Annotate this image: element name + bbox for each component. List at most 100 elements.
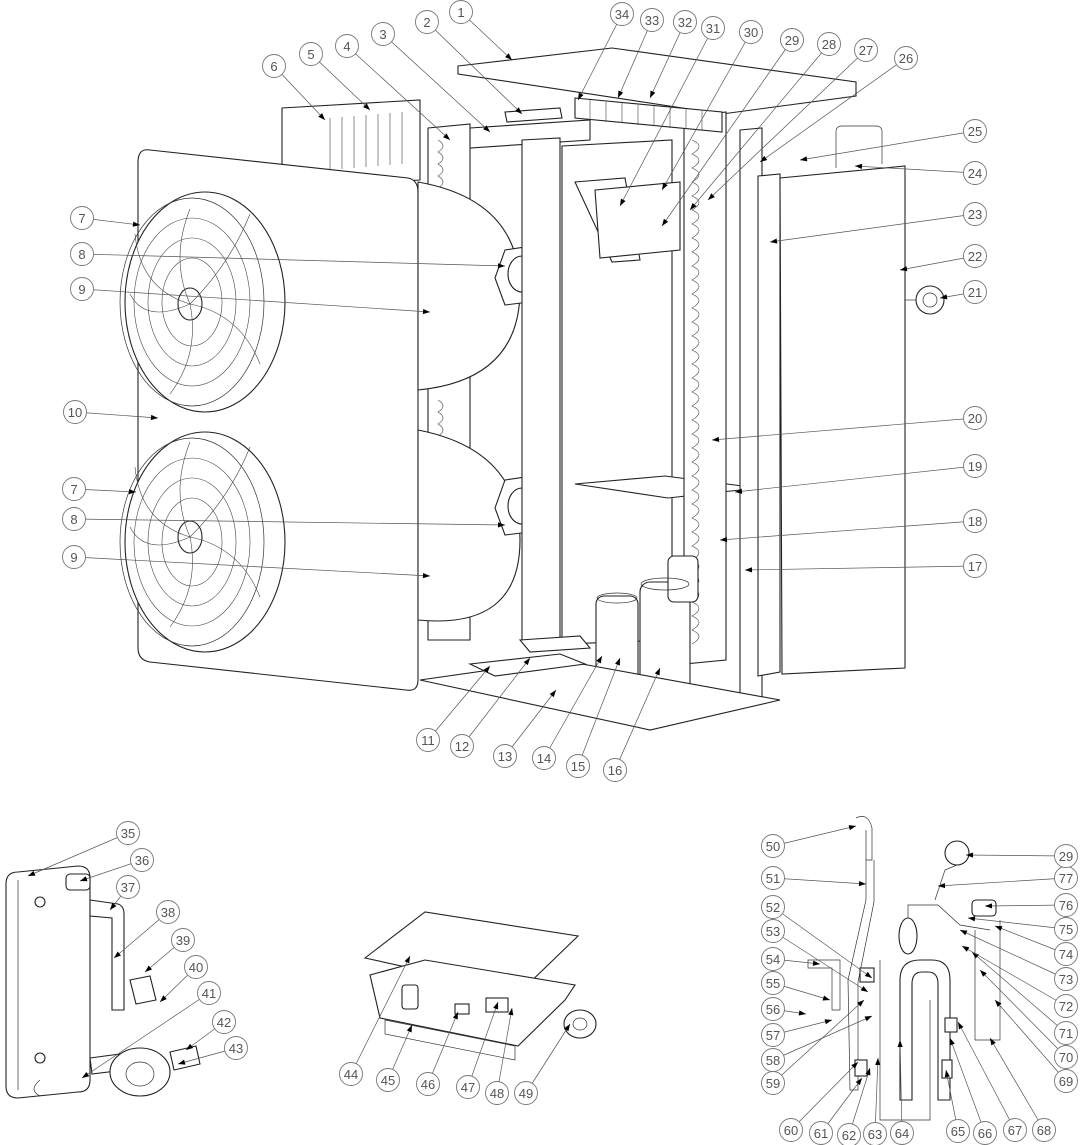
leader-line: [899, 1039, 903, 1134]
leader-line: [619, 27, 714, 207]
callout-circle: [701, 16, 725, 40]
callout-number: 62: [842, 1128, 856, 1143]
arrowhead: [549, 690, 556, 698]
arrowhead: [28, 870, 36, 876]
callout-number: 33: [645, 13, 659, 28]
callout-number: 57: [766, 1028, 780, 1043]
callout-number: 10: [68, 405, 82, 420]
arrowhead: [110, 902, 117, 910]
callout-4: 4: [335, 34, 359, 58]
callout-number: 39: [176, 933, 190, 948]
arrowhead: [798, 1010, 806, 1016]
callout-number: 2: [423, 15, 430, 30]
control-board-bracket: [594, 181, 681, 259]
leader-line: [427, 1011, 459, 1085]
callout-circle: [761, 947, 785, 971]
callout-circle: [780, 28, 804, 52]
arrowhead: [523, 658, 530, 666]
callout-number: 25: [968, 124, 982, 139]
arrowhead: [958, 1022, 964, 1030]
callout-number: 15: [571, 759, 585, 774]
arrowhead: [712, 436, 720, 443]
base-rail: [518, 635, 592, 653]
low-pressure-gauge: [944, 840, 970, 866]
callout-number: 8: [70, 512, 77, 527]
callout-circle: [1054, 844, 1078, 868]
arrowhead: [160, 995, 167, 1002]
callout-number: 61: [814, 1126, 828, 1141]
leader-line: [719, 520, 976, 541]
callout-circle: [1054, 1021, 1078, 1045]
callout-number: 77: [1059, 871, 1073, 886]
leader-line: [661, 31, 752, 191]
leader-line: [711, 417, 976, 441]
callout-circle: [449, 0, 473, 24]
callout-circle: [416, 728, 440, 752]
callout-number: 14: [537, 751, 551, 766]
arrowhead: [745, 567, 753, 573]
callout-71: 71: [1054, 1021, 1078, 1045]
callout-number: 51: [766, 871, 780, 886]
arrowhead: [968, 916, 976, 922]
callout-27: 27: [854, 38, 878, 62]
arrowhead: [80, 876, 88, 882]
callout-number: 31: [706, 21, 720, 36]
callout-number: 17: [968, 559, 982, 574]
plate-heat-exchanger-assembly: [5, 865, 201, 1099]
arrowhead: [483, 125, 490, 132]
leader-line: [772, 930, 869, 993]
callout-13: 13: [493, 744, 517, 768]
callout-circle: [450, 734, 474, 758]
circulation-pump: [109, 1047, 171, 1097]
callout-24: 24: [963, 161, 987, 185]
top-bracket: [504, 107, 563, 123]
callout-circle: [761, 834, 785, 858]
leader-line: [744, 565, 976, 571]
callout-56: 56: [761, 997, 785, 1021]
callout-2: 2: [415, 10, 439, 34]
leader-line: [27, 832, 129, 877]
callout-38: 38: [156, 900, 180, 924]
leader-line: [734, 465, 976, 493]
callout-number: 28: [822, 37, 836, 52]
callout-29: 29: [1054, 844, 1078, 868]
lower-fan-duct: [417, 429, 521, 622]
callout-number: 13: [498, 749, 512, 764]
callout-number: 71: [1059, 1026, 1073, 1041]
callout-61: 61: [809, 1121, 833, 1145]
callout-circle: [1032, 1118, 1056, 1142]
arrowhead: [483, 666, 490, 674]
leader-line: [790, 1061, 859, 1131]
callout-circle: [485, 1081, 509, 1105]
arrowhead: [493, 1002, 499, 1010]
callout-circle: [1054, 1069, 1078, 1093]
arrowhead: [812, 960, 820, 966]
callout-number: 32: [678, 15, 692, 30]
arrowhead: [422, 573, 430, 579]
callout-circle: [1054, 994, 1078, 1018]
callout-58: 58: [761, 1048, 785, 1072]
callout-25: 25: [963, 119, 987, 143]
callout-41: 41: [197, 981, 221, 1005]
callout-17: 17: [963, 554, 987, 578]
callout-circle: [817, 32, 841, 56]
arrowhead: [972, 952, 980, 959]
callout-number: 20: [968, 411, 982, 426]
callout-circle: [610, 2, 634, 26]
callout-circle: [963, 244, 987, 268]
arrowhead: [800, 156, 808, 162]
arrowhead: [720, 536, 728, 543]
callout-circle: [212, 1010, 236, 1034]
callout-70: 70: [1054, 1045, 1078, 1069]
arrowhead: [650, 90, 656, 98]
callout-number: 49: [519, 1086, 533, 1101]
callout-8: 8: [70, 242, 94, 266]
callout-20: 20: [963, 406, 987, 430]
upper-fan-guard: [119, 191, 286, 413]
electric-control-box: [363, 911, 597, 1061]
callout-circle: [116, 821, 140, 845]
callout-number: 69: [1059, 1074, 1073, 1089]
leader-line: [772, 906, 873, 979]
arrowhead: [860, 986, 868, 992]
callout-number: 68: [1037, 1123, 1051, 1138]
